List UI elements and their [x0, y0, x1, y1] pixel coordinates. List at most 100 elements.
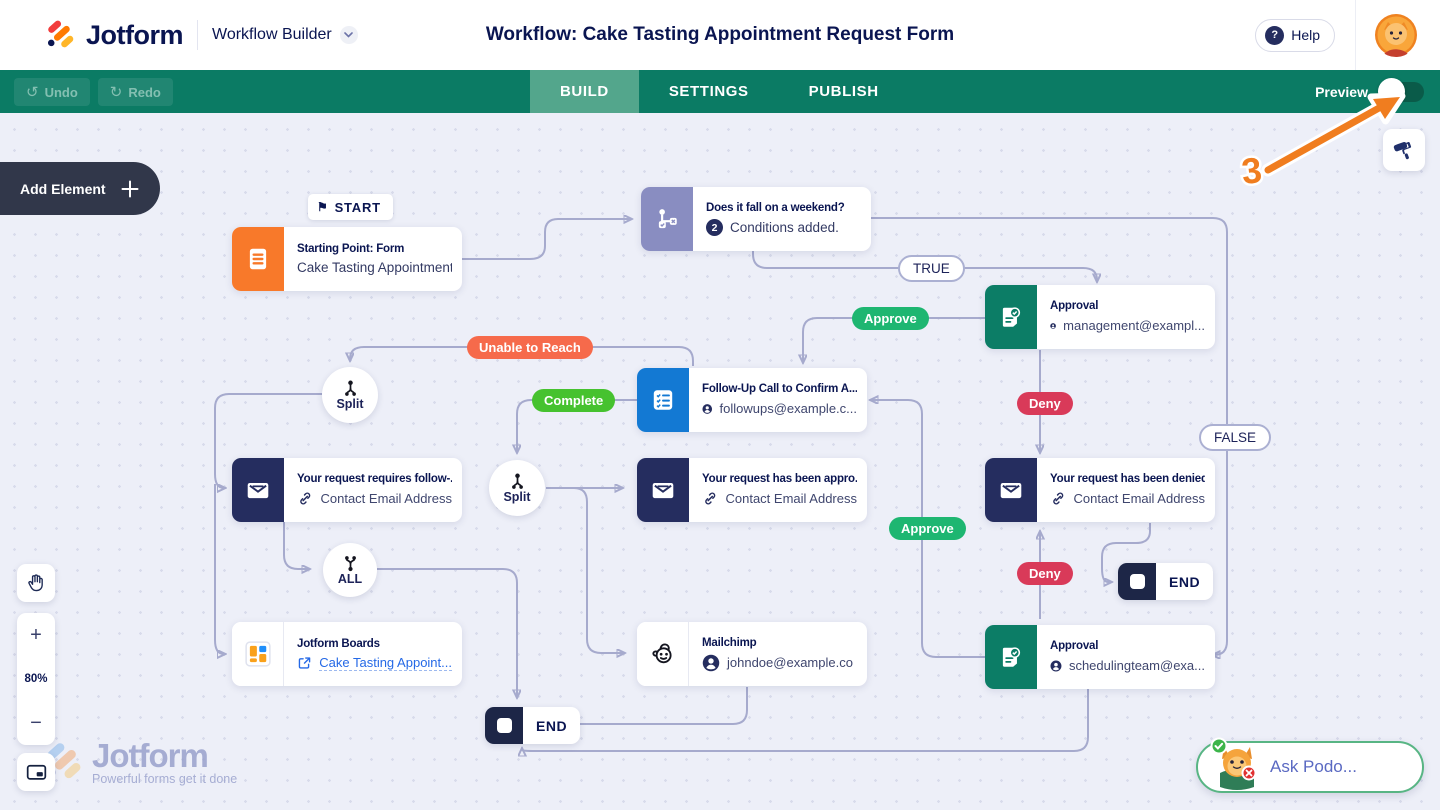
header-divider	[197, 20, 198, 50]
approval-icon	[985, 285, 1037, 349]
node-title: Starting Point: Form	[297, 243, 405, 255]
builder-toolbar: ↺ Undo ↻ Redo BUILD SETTINGS PUBLISH Pre…	[0, 70, 1440, 113]
end-node-1[interactable]: END	[485, 707, 581, 744]
minimap-button[interactable]	[17, 753, 55, 791]
node-approval-scheduling[interactable]: Approval schedulingteam@exa...	[985, 625, 1215, 689]
zoom-level: 80%	[24, 673, 48, 685]
node-title: Approval	[1050, 299, 1099, 312]
help-button[interactable]: ? Help	[1255, 18, 1335, 52]
approval-icon	[985, 625, 1037, 689]
node-condition-weekend[interactable]: Does it fall on a weekend? 2 Conditions …	[641, 187, 871, 251]
hand-icon	[28, 574, 43, 592]
person-icon	[702, 403, 713, 414]
end-node-2[interactable]: END	[1118, 563, 1214, 600]
branch-label-true[interactable]: TRUE	[898, 255, 965, 282]
jotform-watermark: Jotform Powerful forms get it done	[42, 737, 238, 786]
start-badge: ⚑ START	[308, 194, 393, 220]
undo-button[interactable]: ↺ Undo	[14, 78, 90, 106]
zoom-in-button[interactable]: +	[17, 617, 55, 653]
link-icon	[705, 492, 716, 505]
outcome-deny-1[interactable]: Deny	[1017, 392, 1073, 415]
node-mailchimp[interactable]: Mailchimp johndoe@example.co	[637, 622, 867, 686]
outcome-unable-to-reach[interactable]: Unable to Reach	[467, 336, 593, 359]
preview-toggle[interactable]	[1378, 77, 1424, 105]
zoom-out-button[interactable]: −	[17, 705, 55, 741]
help-icon: ?	[1265, 25, 1285, 45]
add-element-button[interactable]: Add Element	[0, 162, 160, 215]
split-icon	[344, 380, 356, 396]
outcome-approve-2[interactable]: Approve	[889, 517, 966, 540]
app-header: Jotform Workflow Builder Workflow: Cake …	[0, 0, 1440, 70]
builder-tabs: BUILD SETTINGS PUBLISH	[530, 70, 909, 113]
node-title: Your request has been denied	[1050, 473, 1205, 485]
ask-podo-label: Ask Podo...	[1270, 757, 1357, 776]
node-email-followup[interactable]: Your request requires follow-... Contact…	[232, 458, 462, 522]
gateway-label: ALL	[337, 572, 363, 586]
undo-icon: ↺	[26, 84, 39, 101]
header-divider-right	[1355, 0, 1356, 70]
product-switcher[interactable]: Workflow Builder	[212, 26, 358, 44]
node-email-approved[interactable]: Your request has been appro... Contact E…	[637, 458, 867, 522]
gateway-split-2[interactable]: Split	[489, 460, 545, 516]
mailchimp-icon	[637, 622, 689, 686]
ask-podo-widget[interactable]: Ask Podo...	[1196, 737, 1424, 793]
email-icon	[985, 458, 1037, 522]
outcome-deny-2[interactable]: Deny	[1017, 562, 1073, 585]
jotform-logo[interactable]: Jotform	[44, 19, 184, 51]
brand-name: Jotform	[86, 19, 184, 50]
node-email-denied[interactable]: Your request has been denied Contact Ema…	[985, 458, 1215, 522]
gateway-label: Split	[336, 397, 364, 411]
tab-build[interactable]: BUILD	[530, 70, 639, 113]
gateway-split-1[interactable]: Split	[322, 367, 378, 423]
flag-icon: ⚑	[317, 200, 329, 214]
podo-mascot	[1206, 733, 1268, 800]
plus-icon	[121, 180, 139, 197]
redo-button[interactable]: ↻ Redo	[97, 78, 173, 106]
node-approval-management[interactable]: Approval management@exampl...	[985, 285, 1215, 349]
paint-roller-icon	[1393, 141, 1412, 160]
user-avatar[interactable]	[1374, 13, 1418, 57]
node-subtitle: Cake Tasting Appointment...	[297, 260, 452, 275]
node-title: Does it fall on a weekend?	[706, 202, 845, 214]
node-subtitle: johndoe@example.co	[727, 655, 853, 670]
tab-publish[interactable]: PUBLISH	[808, 83, 879, 100]
node-title: Jotform Boards	[297, 637, 380, 650]
tab-settings[interactable]: SETTINGS	[668, 83, 749, 100]
task-checklist-icon	[637, 368, 689, 432]
watermark-brand: Jotform	[92, 737, 209, 774]
link-icon	[300, 492, 311, 505]
watermark-tagline: Powerful forms get it done	[92, 772, 238, 786]
boards-icon	[232, 622, 284, 686]
preview-label: Preview	[1315, 83, 1368, 100]
email-icon	[232, 458, 284, 522]
paint-roller-button[interactable]	[1383, 129, 1425, 171]
workflow-canvas[interactable]: ⚑ START Starting Point: Form Cake Tastin…	[0, 113, 1440, 810]
email-icon	[637, 458, 689, 522]
gateway-label: Split	[503, 490, 531, 504]
node-subtitle: management@exampl...	[1063, 318, 1205, 333]
hand-tool-button[interactable]	[17, 564, 55, 602]
node-title: Your request requires follow-...	[297, 473, 452, 485]
screen-icon	[26, 764, 46, 780]
branch-label-false[interactable]: FALSE	[1199, 424, 1272, 451]
outcome-approve-1[interactable]: Approve	[852, 307, 929, 330]
person-icon	[702, 654, 720, 671]
node-starting-point[interactable]: Starting Point: Form Cake Tasting Appoin…	[232, 227, 462, 291]
node-title: Follow-Up Call to Confirm A...	[702, 382, 857, 395]
node-title: Mailchimp	[702, 636, 757, 649]
node-followup-call[interactable]: Follow-Up Call to Confirm A... followups…	[637, 368, 867, 432]
product-name: Workflow Builder	[212, 26, 332, 43]
node-subtitle: Contact Email Address	[725, 491, 857, 506]
conditions-count-badge: 2	[706, 219, 723, 236]
external-link-icon	[298, 656, 311, 669]
node-subtitle: Conditions added.	[730, 220, 839, 235]
jotform-logo-icon	[47, 20, 74, 48]
node-subtitle: Contact Email Address	[1073, 491, 1205, 506]
node-jotform-boards[interactable]: Jotform Boards Cake Tasting Appoint...	[232, 622, 462, 686]
zoom-panel: + 80% −	[17, 613, 55, 745]
outcome-complete[interactable]: Complete	[532, 389, 616, 412]
boards-link[interactable]: Cake Tasting Appoint...	[319, 654, 452, 671]
gateway-all[interactable]: ALL	[323, 543, 377, 597]
merge-all-icon	[344, 556, 356, 572]
